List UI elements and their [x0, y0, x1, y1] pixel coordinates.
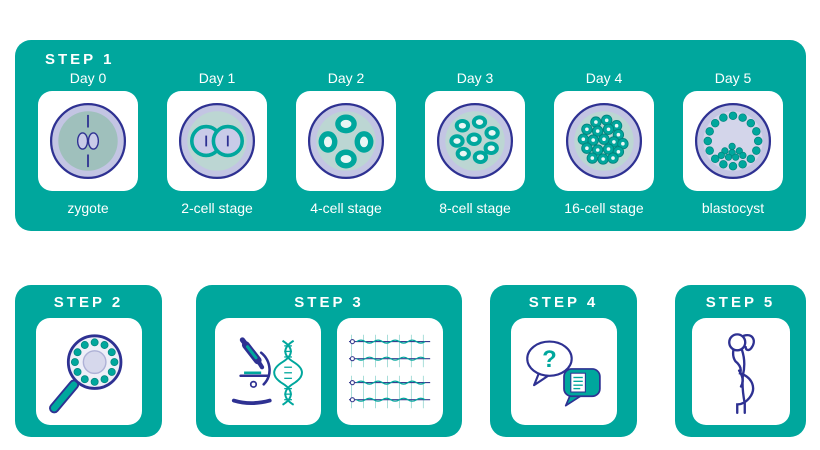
two-cell-icon — [178, 102, 256, 180]
magnifier-embryo-icon — [48, 334, 122, 414]
day-column-zygote: Day 0 zygote — [33, 70, 143, 216]
sixteen-cell-card — [554, 91, 654, 191]
question-mark: ? — [542, 346, 557, 373]
day-label: Day 3 — [456, 70, 494, 86]
step5-panel: STEP 5 — [675, 285, 806, 437]
microscope-dna-icon — [231, 337, 303, 406]
day-column-4cell: Day 2 4-cell stage — [291, 70, 401, 216]
step2-card — [35, 318, 142, 425]
day-column-blastocyst: Day 5 — [678, 70, 788, 216]
day-label: Day 5 — [714, 70, 752, 86]
pregnant-woman-icon — [727, 333, 755, 415]
sixteen-cell-icon — [565, 102, 643, 180]
days-row: Day 0 zygote Day 1 — [29, 70, 792, 216]
consultation-bubbles-icon: ? — [525, 340, 601, 407]
step3-heading: STEP 3 — [294, 294, 364, 311]
step3-panel: STEP 3 — [196, 285, 462, 437]
eight-cell-card — [425, 91, 525, 191]
four-cell-icon — [307, 102, 385, 180]
day-label: Day 2 — [327, 70, 365, 86]
day-column-2cell: Day 1 2-cell stage — [162, 70, 272, 216]
step4-card: ? — [510, 318, 617, 425]
step2-heading: STEP 2 — [53, 294, 124, 311]
stage-label: 16-cell stage — [564, 200, 644, 216]
stage-label: 2-cell stage — [181, 200, 253, 216]
day-column-16cell: Day 4 — [549, 70, 659, 216]
step1-panel: STEP 1 Day 0 zygote — [15, 40, 806, 231]
step3-cards — [215, 318, 443, 425]
step4-panel: STEP 4 ? — [490, 285, 637, 437]
step5-heading: STEP 5 — [705, 294, 776, 311]
day-column-8cell: Day 3 8-cell stage — [420, 70, 530, 216]
blastocyst-card — [683, 91, 783, 191]
blastocyst-icon — [694, 102, 772, 180]
zygote-card — [38, 91, 138, 191]
four-cell-card — [296, 91, 396, 191]
day-label: Day 4 — [585, 70, 623, 86]
step2-panel: STEP 2 — [15, 285, 162, 437]
genetic-chart-icon — [348, 334, 431, 409]
step5-card — [691, 318, 790, 425]
step4-heading: STEP 4 — [528, 294, 599, 311]
stage-label: blastocyst — [701, 200, 765, 216]
step1-heading: STEP 1 — [45, 51, 115, 68]
zygote-icon — [49, 102, 127, 180]
stage-label: zygote — [67, 200, 109, 216]
step3-microscope-card — [215, 318, 321, 425]
day-label: Day 1 — [198, 70, 236, 86]
stage-label: 8-cell stage — [439, 200, 511, 216]
eight-cell-icon — [436, 102, 514, 180]
two-cell-card — [167, 91, 267, 191]
day-label: Day 0 — [69, 70, 107, 86]
stage-label: 4-cell stage — [310, 200, 382, 216]
step3-chart-card — [337, 318, 443, 425]
